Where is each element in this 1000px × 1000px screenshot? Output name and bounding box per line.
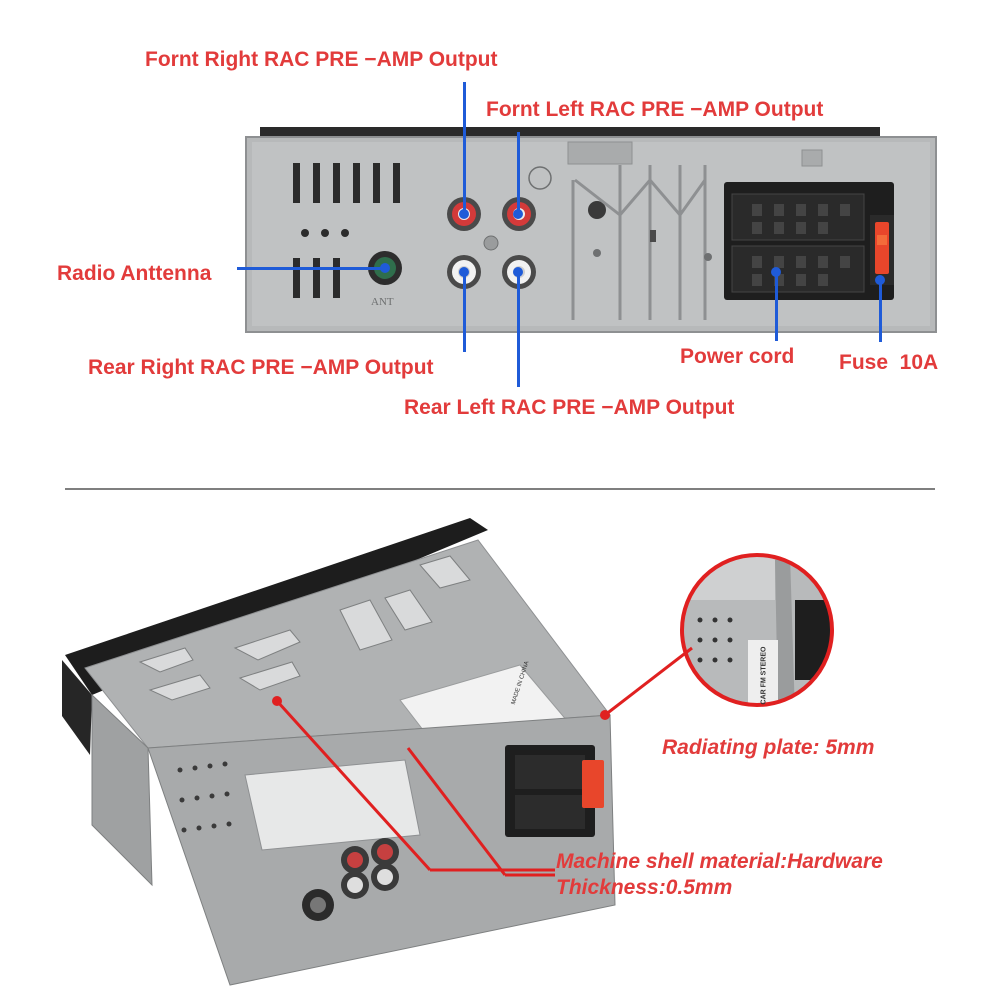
label-shell-material: Machine shell material:Hardware (556, 850, 883, 873)
callout-line-fuse (879, 279, 882, 342)
label-fuse: Fuse 10A (839, 351, 939, 374)
callout-line-rear-right (463, 272, 466, 352)
label-radiating-plate: Radiating plate: 5mm (662, 736, 875, 759)
label-rear-left: Rear Left RAC PRE −AMP Output (404, 396, 735, 419)
callout-dot-rear-left (513, 267, 523, 277)
zoom-sticker-text: CAR FM STEREO (760, 646, 768, 705)
callout-line-power-cord (775, 271, 778, 341)
callout-line-front-left (517, 132, 520, 214)
label-power-cord: Power cord (680, 345, 795, 368)
fuse (870, 215, 894, 285)
callout-line-antenna (237, 267, 385, 270)
label-front-left: Fornt Left RAC PRE −AMP Output (486, 98, 824, 121)
callout-line-front-right (463, 82, 466, 214)
power-connector (724, 182, 894, 300)
zoom-detail (680, 553, 834, 707)
ant-marking: ANT (371, 296, 394, 308)
label-radio-antenna: Radio Anttenna (57, 262, 212, 285)
heat-sink (571, 165, 707, 320)
radio-body (62, 518, 616, 986)
callout-dot-fuse (875, 275, 885, 285)
callout-dot-front-right (459, 209, 469, 219)
callout-line-rear-left (517, 272, 520, 387)
red-callouts (275, 646, 693, 877)
callout-dot-shell (272, 696, 282, 706)
label-thickness: Thickness:0.5mm (556, 876, 733, 899)
callout-dot-front-left (513, 209, 523, 219)
label-front-right: Fornt Right RAC PRE −AMP Output (145, 48, 498, 71)
rear-panel (245, 127, 937, 333)
callout-dot-plate (600, 710, 610, 720)
callout-dot-power-cord (771, 267, 781, 277)
label-rear-right: Rear Right RAC PRE −AMP Output (88, 356, 434, 379)
callout-dot-antenna (380, 263, 390, 273)
vent-slots (293, 163, 400, 298)
callout-dot-rear-right (459, 267, 469, 277)
